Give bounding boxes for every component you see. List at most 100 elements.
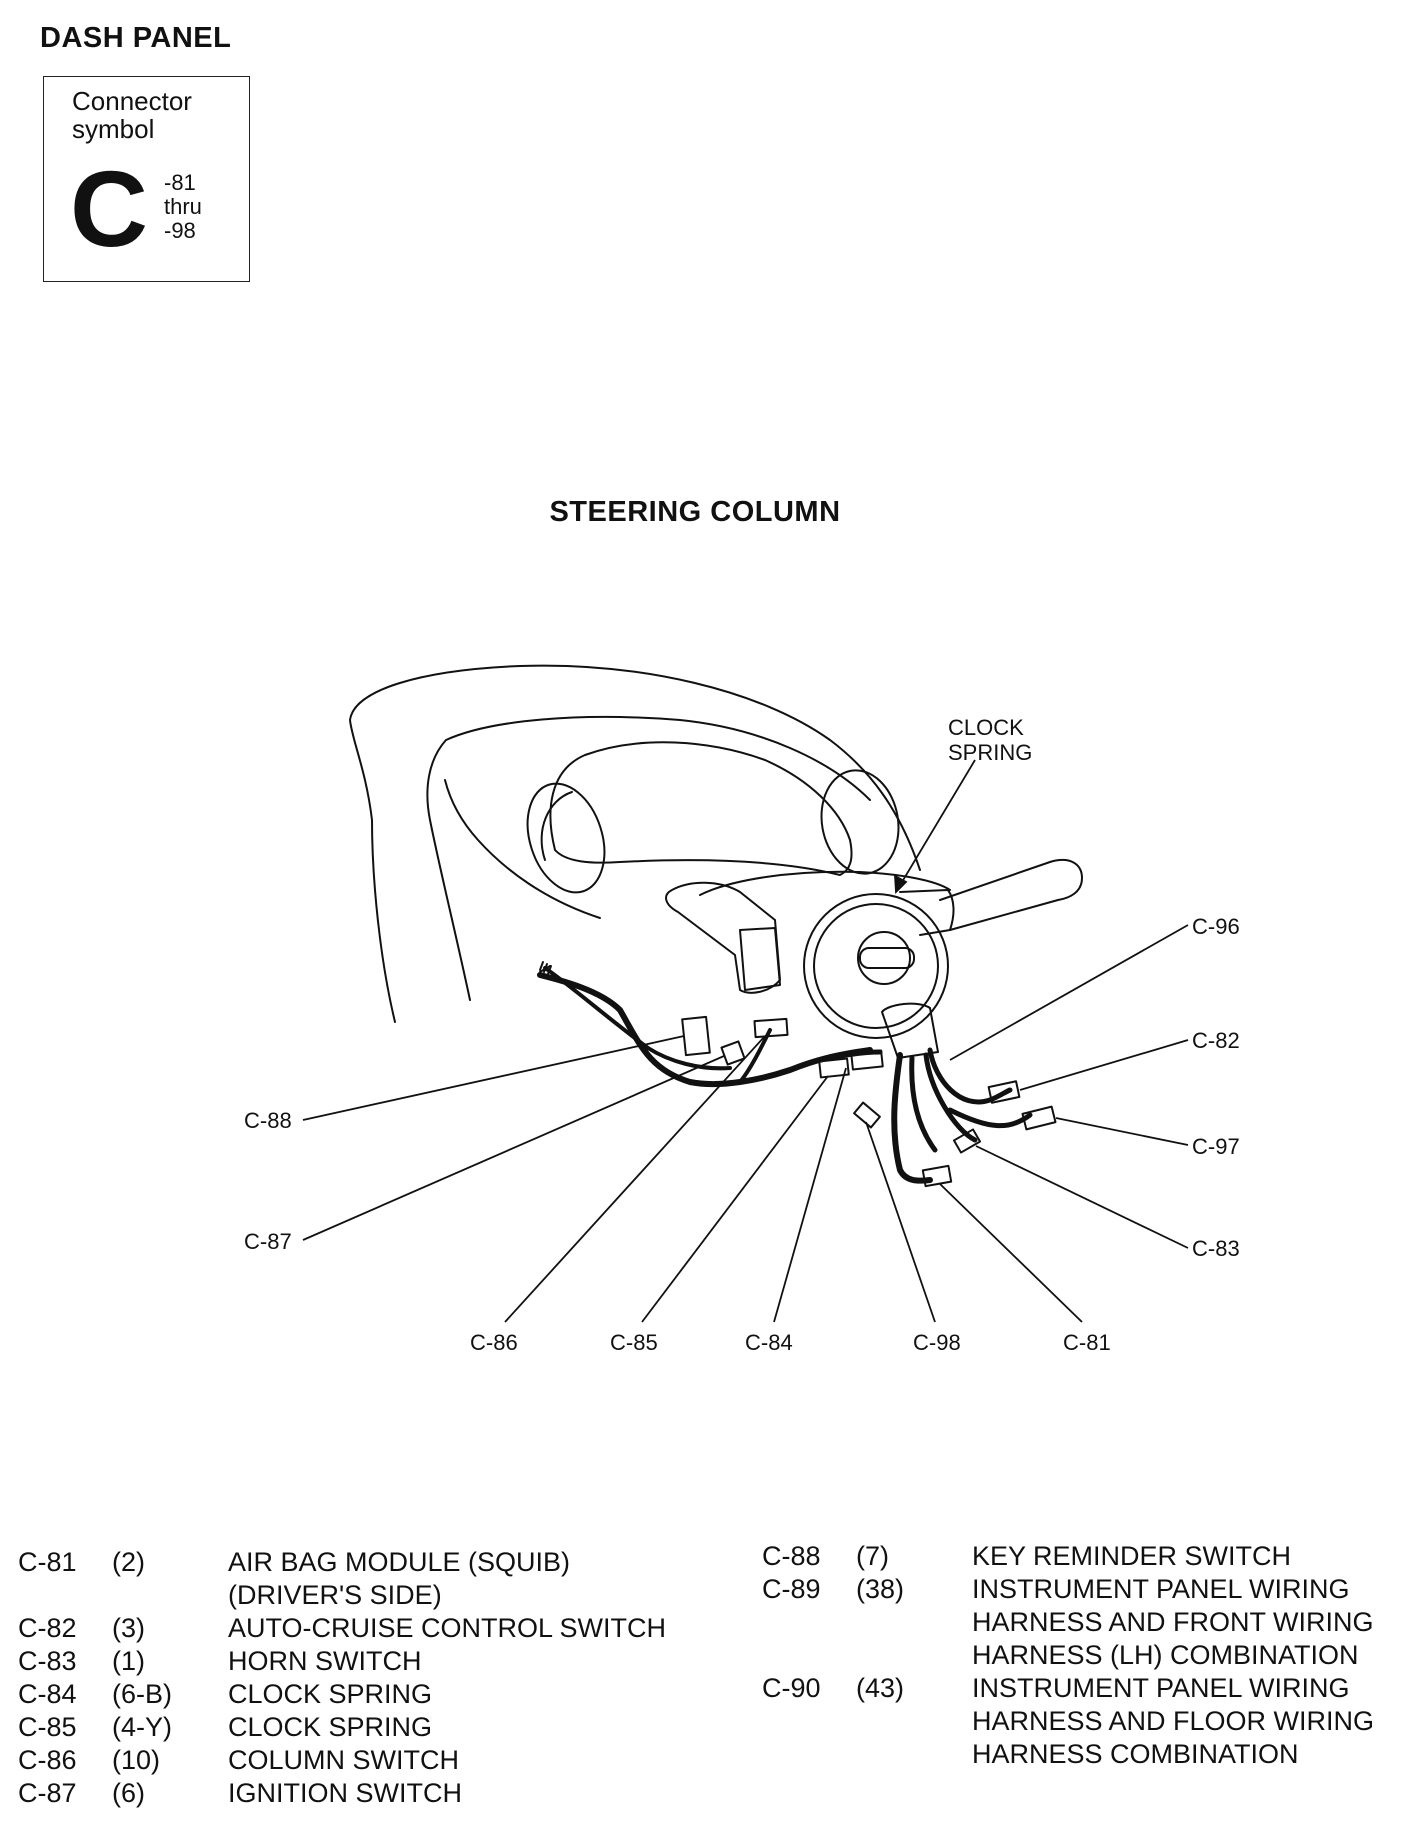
connector-c82 — [987, 1080, 1021, 1104]
harness-stub-tick-1 — [539, 961, 544, 971]
legend-code: C-86 — [18, 1745, 77, 1775]
gauge-pod-left-inner — [540, 791, 573, 861]
legend-pins: (3) — [112, 1613, 145, 1643]
label-clock-spring-2: SPRING — [948, 740, 1032, 765]
harness-down-left — [891, 1052, 933, 1184]
legend-row-c86: C-86 (10) COLUMN SWITCH — [18, 1744, 738, 1777]
connector-c87 — [720, 1040, 746, 1066]
leader-c86 — [504, 1035, 766, 1323]
legend-code: C-82 — [18, 1613, 77, 1643]
leader-clock-spring — [895, 759, 976, 893]
legend-row-c89: C-89 (38) INSTRUMENT PANEL WIRING HARNES… — [762, 1573, 1402, 1672]
range-start: -81 — [164, 170, 196, 195]
label-c97: C-97 — [1192, 1134, 1240, 1159]
legend-desc: AIR BAG MODULE (SQUIB) (DRIVER'S SIDE) — [228, 1547, 571, 1610]
steering-column-diagram: CLOCK SPRING C-96 C-82 C-97 C-83 C-88 C-… — [244, 664, 1240, 1355]
legend-row-c82: C-82 (3) AUTO-CRUISE CONTROL SWITCH — [18, 1612, 738, 1645]
legend-pins: (4-Y) — [112, 1712, 172, 1742]
label-c98: C-98 — [913, 1330, 961, 1355]
legend-code: C-85 — [18, 1712, 77, 1742]
connector-c97 — [1021, 1105, 1057, 1131]
legend-code: C-89 — [762, 1574, 821, 1604]
connector-c84 — [850, 1049, 884, 1071]
connector-c83 — [952, 1128, 982, 1154]
label-c82: C-82 — [1192, 1028, 1240, 1053]
leader-c98 — [865, 1121, 936, 1323]
connector-c81 — [921, 1164, 953, 1188]
harness-down-mid — [909, 1055, 938, 1153]
harness-to-c97 — [947, 1107, 1033, 1129]
legend-code: C-84 — [18, 1679, 77, 1709]
left-stalk-end — [739, 927, 781, 991]
leader-c84 — [773, 1067, 847, 1323]
legend-code: C-90 — [762, 1673, 821, 1703]
leader-c88 — [302, 1035, 685, 1121]
connector-c85 — [818, 1057, 850, 1079]
harness-to-c82 — [927, 1047, 1013, 1105]
harness-down-right — [923, 1052, 978, 1143]
harness-upper-branch — [738, 1028, 772, 1084]
shaft-key — [859, 947, 915, 969]
legend-pins: (1) — [112, 1646, 145, 1676]
harness-stub-tick-3 — [547, 965, 552, 975]
gauge-pod-left — [526, 782, 606, 894]
legend-pins: (6) — [112, 1778, 145, 1808]
harness-c84-branch — [817, 1049, 883, 1063]
legend-desc: CLOCK SPRING — [228, 1712, 433, 1742]
connector-symbol-box: Connector symbol C -81 thru -98 — [43, 76, 250, 282]
page-heading: DASH PANEL — [40, 22, 232, 54]
label-c88: C-88 — [244, 1108, 292, 1133]
dash-cowl-edge — [444, 779, 601, 919]
connector-symbol-letter: C — [70, 148, 148, 269]
leader-c85 — [641, 1075, 829, 1323]
label-c83: C-83 — [1192, 1236, 1240, 1261]
legend-pins: (38) — [856, 1574, 905, 1604]
legend-row-c88: C-88 (7) KEY REMINDER SWITCH — [762, 1540, 1402, 1573]
right-stalk-base — [899, 889, 955, 936]
legend-row-c85: C-85 (4-Y) CLOCK SPRING — [18, 1711, 738, 1744]
legend-row-c81: C-81 (2) AIR BAG MODULE (SQUIB) (DRIVER'… — [18, 1546, 738, 1612]
label-c84: C-84 — [745, 1330, 793, 1355]
legend-desc: HORN SWITCH — [228, 1646, 422, 1676]
label-c96: C-96 — [1192, 914, 1240, 939]
legend-code: C-87 — [18, 1778, 77, 1808]
clock-spring-outer — [803, 893, 949, 1039]
legend-code: C-83 — [18, 1646, 77, 1676]
legend-pins: (43) — [856, 1673, 905, 1703]
clock-spring-inner — [813, 903, 939, 1029]
legend-desc: COLUMN SWITCH — [228, 1745, 459, 1775]
legend-desc: INSTRUMENT PANEL WIRING HARNESS AND FRON… — [972, 1574, 1374, 1670]
legend-row-c87: C-87 (6) IGNITION SWITCH — [18, 1777, 738, 1810]
connector-c98 — [853, 1101, 881, 1129]
legend-desc: KEY REMINDER SWITCH — [972, 1541, 1292, 1571]
legend-desc: AUTO-CRUISE CONTROL SWITCH — [228, 1613, 667, 1643]
leader-c96 — [949, 924, 1189, 1061]
connector-symbol-caption: Connector symbol — [72, 86, 192, 144]
label-clock-spring-1: CLOCK — [948, 715, 1024, 740]
dash-cowl-inner — [426, 715, 871, 1001]
legend-row-c84: C-84 (6-B) CLOCK SPRING — [18, 1678, 738, 1711]
legend-row-c83: C-83 (1) HORN SWITCH — [18, 1645, 738, 1678]
connector-c88 — [681, 1015, 711, 1057]
leader-c87 — [302, 1055, 725, 1241]
label-c86: C-86 — [470, 1330, 518, 1355]
legend-row-c90: C-90 (43) INSTRUMENT PANEL WIRING HARNES… — [762, 1672, 1402, 1771]
connector-symbol-range: -81 thru -98 — [164, 171, 202, 243]
legend-code: C-88 — [762, 1541, 821, 1571]
left-stalk — [665, 881, 781, 994]
legend-pins: (2) — [112, 1547, 145, 1577]
dash-cowl-outline — [349, 664, 921, 1023]
clock-spring-connector — [881, 1002, 939, 1059]
label-c85: C-85 — [610, 1330, 658, 1355]
label-c81: C-81 — [1063, 1330, 1111, 1355]
legend-code: C-81 — [18, 1547, 77, 1577]
harness-stub-tick-2 — [543, 963, 548, 973]
cluster-hood — [549, 741, 853, 876]
legend-desc: INSTRUMENT PANEL WIRING HARNESS AND FLOO… — [972, 1673, 1375, 1769]
column-shroud — [699, 870, 951, 896]
leader-c81 — [939, 1183, 1083, 1323]
harness-left-main — [537, 972, 873, 1088]
legend-desc: IGNITION SWITCH — [228, 1778, 462, 1808]
range-thru: thru — [164, 194, 202, 219]
leader-clock-spring-arrow — [894, 874, 908, 895]
